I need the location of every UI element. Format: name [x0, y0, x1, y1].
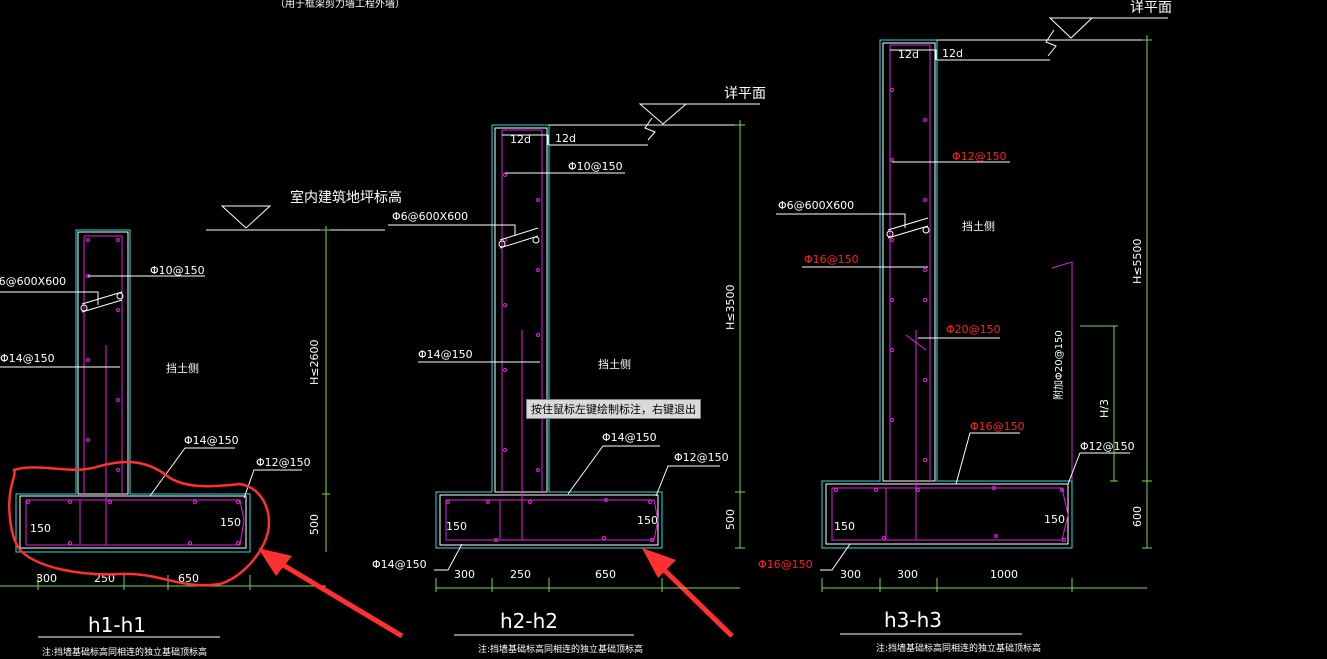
h3-label-vert-red: Φ16@150 — [804, 253, 859, 266]
annotation-red-loop — [8, 460, 271, 587]
h3-label-base-top: Φ16@150 — [970, 420, 1025, 433]
h2-note: 注:挡墙基础标高同相连的独立基础顶标高 — [478, 643, 643, 655]
h2-title: h2-h2 — [500, 609, 558, 633]
h3-label-add-bar: 附加Φ20@150 — [1052, 330, 1065, 400]
h1-dim-1: 300 — [36, 572, 57, 585]
h1-label-soil: 挡土侧 — [166, 361, 199, 375]
h3-label-tie: Φ6@600X600 — [778, 199, 854, 212]
annotation-arrow-1-head — [258, 548, 292, 576]
h2-label-vert-upper: Φ10@150 — [568, 160, 623, 173]
annotation-arrow-2-head — [642, 548, 676, 578]
h2-height-label: H≤3500 — [724, 285, 737, 330]
section-h3: 12d 12d Φ12@150 Φ6@600X600 Φ16@150 Φ20@1… — [758, 0, 1172, 654]
h3-dim-1: 300 — [840, 568, 861, 581]
h1-label-base-top: Φ14@150 — [184, 434, 239, 447]
h3-dim-2: 300 — [897, 568, 918, 581]
h3-label-base-bottom: Φ16@150 — [758, 558, 813, 571]
h3-note: 注:挡墙基础标高同相连的独立基础顶标高 — [876, 642, 1041, 654]
h3-top-hook-2: 12d — [942, 47, 963, 60]
h1-height-label: H≤2600 — [308, 340, 321, 385]
h3-label-vert-mid: Φ20@150 — [946, 323, 1001, 336]
h2-label-soil: 挡土侧 — [598, 357, 631, 371]
h1-dim-3: 650 — [178, 572, 199, 585]
h2-label-base-bottom: Φ14@150 — [372, 558, 427, 571]
h1-label-vert-main: Φ14@150 — [0, 352, 55, 365]
h3-label-soil: 挡土侧 — [962, 219, 995, 233]
h2-label-base-top: Φ14@150 — [602, 431, 657, 444]
h1-note: 注:挡墙基础标高同相连的独立基础顶标高 — [42, 646, 207, 658]
h2-dim-2: 250 — [510, 568, 531, 581]
h1-title: h1-h1 — [88, 613, 146, 637]
h2-top-hook-2: 12d — [555, 132, 576, 145]
h1-label-base-end: Φ12@150 — [256, 456, 311, 469]
annotation-arrow-1 — [266, 553, 404, 639]
h2-base-height: 500 — [724, 509, 737, 530]
cad-tooltip: 按住鼠标左键绘制标注，右键退出 — [526, 399, 701, 419]
h3-dim-3: 1000 — [990, 568, 1018, 581]
h2-dim-1: 300 — [454, 568, 475, 581]
h2-label-vert-main: Φ14@150 — [418, 348, 473, 361]
section-h1: Φ10@150 Φ6@600X600 Φ14@150 挡土侧 Φ14@150 Φ… — [0, 189, 402, 658]
h3-height-label: H≤5500 — [1131, 239, 1144, 284]
h2-top-hook: 12d — [510, 133, 531, 146]
h3-base-height: 600 — [1131, 506, 1144, 527]
h2-label-tie: Φ6@600X600 — [392, 210, 468, 223]
h1-label-tie: Φ6@600X600 — [0, 275, 66, 288]
top-note: （用于框架剪力墙工程外墙） — [275, 0, 405, 10]
h3-cover-left: 150 — [834, 520, 855, 533]
h3-title: h3-h3 — [884, 608, 942, 632]
h3-top-hook: 12d — [898, 48, 919, 61]
section-h2: 12d 12d Φ10@150 Φ6@600X600 Φ14@150 挡土侧 Φ… — [372, 86, 766, 655]
h1-elevation-label: 室内建筑地坪标高 — [290, 189, 402, 206]
annotation-arrow-2 — [650, 556, 734, 638]
h2-elevation-label: 详平面 — [724, 86, 766, 102]
h1-cover-left: 150 — [30, 522, 51, 535]
h3-third-label: H/3 — [1098, 399, 1111, 418]
h2-cover-left: 150 — [446, 520, 467, 533]
h1-label-vert-upper: Φ10@150 — [150, 264, 205, 277]
h3-cover-right: 150 — [1044, 513, 1065, 526]
h3-label-base-end: Φ12@150 — [1080, 440, 1135, 453]
h3-label-vert-upper: Φ12@150 — [952, 150, 1007, 163]
h3-elevation-label: 详平面 — [1130, 0, 1172, 16]
h1-base-height: 500 — [308, 514, 321, 535]
h1-cover-right: 150 — [220, 516, 241, 529]
h2-label-base-end: Φ12@150 — [674, 451, 729, 464]
h2-dim-3: 650 — [595, 568, 616, 581]
h2-cover-right: 150 — [637, 514, 658, 527]
